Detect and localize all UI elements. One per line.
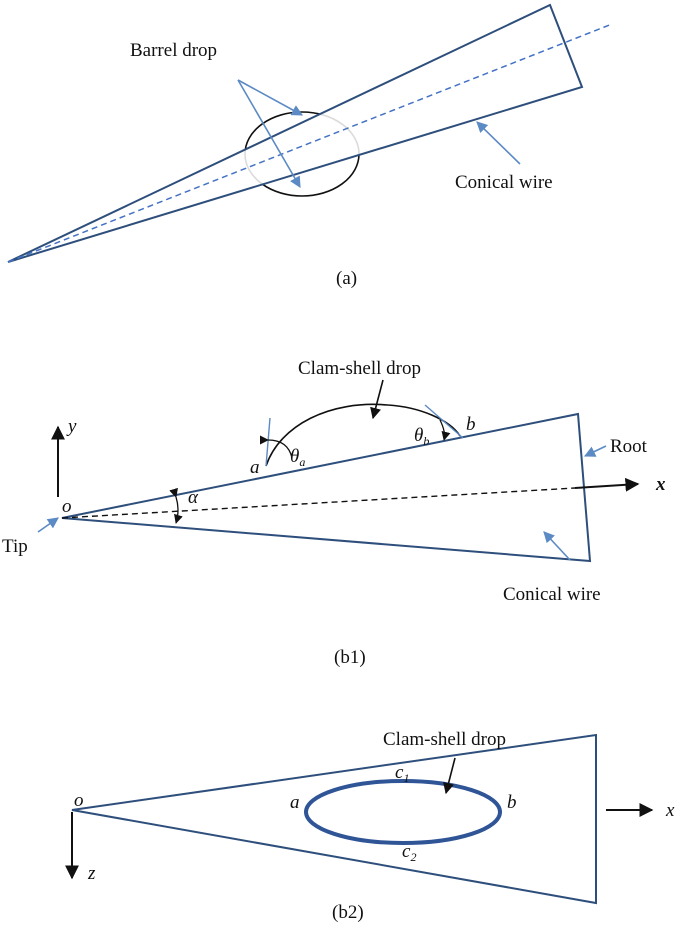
theta-b-subscript: b [423, 434, 429, 448]
root-label: Root [610, 436, 648, 457]
point-b-label: b [466, 414, 476, 435]
theta-a-symbol: θ [290, 446, 299, 467]
conical-wire-arrow-b1 [543, 531, 571, 561]
barrel-drop-arrow-1 [237, 79, 303, 116]
c2-subscript: 2 [410, 850, 416, 864]
conical-wire-a [7, 3, 584, 263]
caption-a: (a) [336, 268, 357, 289]
theta-b-symbol: θ [414, 425, 423, 446]
x-axis-dashed [61, 487, 576, 519]
clam-shell-drop-ellipse [304, 779, 502, 845]
panel-a: Barrel drop Conical wire (a) [7, 3, 613, 289]
c1-symbol: c [395, 762, 404, 783]
clam-shell-label-b2: Clam-shell drop [383, 729, 506, 750]
conical-wire-arrow-a [476, 121, 521, 165]
conical-wire-label-b1: Conical wire [503, 584, 601, 605]
c1-label: c1 [395, 762, 409, 785]
panel-b2: Clam-shell drop o x z a b c1 c2 (b2) [65, 729, 675, 923]
theta-b-arc [439, 419, 451, 441]
clam-shell-arrow [370, 379, 384, 420]
alpha-label: α [188, 487, 199, 508]
barrel-drop-arrow-2 [237, 79, 301, 188]
wire-axis-dashed-a [7, 23, 613, 263]
clam-shell-label-b1: Clam-shell drop [298, 358, 421, 379]
conical-wire-label-a: Conical wire [455, 172, 553, 193]
theta-a-label: θa [290, 446, 305, 469]
point-b-label-b2: b [507, 792, 517, 813]
z-axis-label: z [87, 863, 96, 884]
conical-wire-b2 [71, 733, 597, 905]
c2-symbol: c [402, 841, 411, 862]
clam-shell-arrow-b2 [443, 757, 456, 795]
origin-label-b1: o [62, 496, 72, 517]
theta-a-arc [259, 435, 293, 459]
x-axis-arrow [574, 477, 640, 492]
alpha-arc [169, 487, 183, 524]
x-axis-label: x [655, 474, 666, 495]
y-axis-label: y [66, 416, 77, 437]
theta-b-label: θb [414, 425, 429, 448]
tip-arrow [37, 517, 59, 533]
barrel-drop-label: Barrel drop [130, 40, 217, 61]
root-arrow [583, 445, 607, 457]
tip-label: Tip [2, 536, 28, 557]
conical-wire-b1 [61, 412, 592, 563]
point-a-label: a [250, 457, 260, 478]
c1-subscript: 1 [403, 771, 409, 785]
tangent-b [424, 404, 464, 439]
x-axis-label-b2: x [665, 800, 675, 821]
caption-b1: (b1) [334, 647, 366, 668]
origin-label-b2: o [74, 790, 84, 811]
c2-label: c2 [402, 841, 416, 864]
theta-a-subscript: a [299, 455, 305, 469]
panel-b1: Clam-shell drop Root Tip Conical wire y … [2, 358, 666, 668]
caption-b2: (b2) [332, 902, 364, 923]
point-a-label-b2: a [290, 792, 300, 813]
